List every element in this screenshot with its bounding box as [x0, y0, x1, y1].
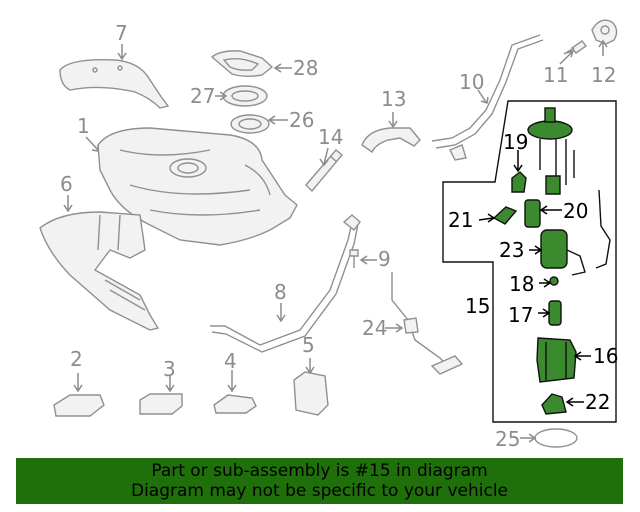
part-23-pump [540, 229, 586, 276]
part-5-pad [293, 371, 329, 416]
part-3-pad [139, 393, 183, 415]
callout-5: 5 [302, 333, 315, 357]
callout-24: 24 [362, 316, 387, 340]
part-18-oring [549, 276, 559, 286]
part-24-sender [391, 272, 464, 375]
callout-25: 25 [495, 427, 520, 451]
callout-6: 6 [60, 172, 73, 196]
callout-2: 2 [70, 347, 83, 371]
part-10-filler-pipe [431, 34, 544, 161]
callout-7: 7 [115, 21, 128, 45]
callout-12: 12 [591, 63, 616, 87]
part-14-tube [305, 149, 343, 193]
callout-3: 3 [163, 357, 176, 381]
callout-23: 23 [499, 238, 524, 262]
part-19b-damper [511, 171, 527, 193]
part-19-pump-flange [527, 107, 575, 195]
callout-22: 22 [585, 390, 610, 414]
leader-arrows [63, 39, 608, 443]
part-7-heat-shield [59, 59, 170, 109]
callout-19: 19 [503, 130, 528, 154]
callout-20: 20 [563, 199, 588, 223]
part-6-shield [39, 211, 160, 331]
part-2-pad [53, 394, 105, 417]
callout-17: 17 [508, 303, 533, 327]
callout-9: 9 [378, 247, 391, 271]
callout-8: 8 [274, 280, 287, 304]
part-11-bolt [563, 40, 588, 55]
callout-18: 18 [509, 272, 534, 296]
part-8-strap [210, 214, 361, 353]
part-21-clip [492, 206, 518, 225]
assembly-15-outline [442, 100, 617, 423]
part-20-filter [524, 189, 611, 269]
callout-13: 13 [381, 87, 406, 111]
callout-4: 4 [224, 349, 237, 373]
part-16-reservoir [536, 337, 577, 383]
part-9-bolt [349, 249, 359, 268]
callout-21: 21 [448, 208, 473, 232]
callout-16: 16 [593, 344, 618, 368]
part-27-gasket [222, 85, 268, 107]
part-26-gasket [230, 114, 270, 134]
callout-15: 15 [465, 294, 490, 318]
callout-14: 14 [318, 125, 343, 149]
callout-26: 26 [289, 108, 314, 132]
part-28-pad [210, 50, 274, 77]
callout-10: 10 [459, 70, 484, 94]
part-22-bracket [541, 393, 567, 415]
banner-line-1: Part or sub-assembly is #15 in diagram [151, 461, 488, 481]
callout-1: 1 [77, 114, 90, 138]
callout-28: 28 [293, 56, 318, 80]
part-12-filler-housing [591, 19, 618, 45]
banner-line-2: Diagram may not be specific to your vehi… [130, 481, 508, 501]
part-4-pad [213, 394, 257, 414]
part-13-hose [361, 127, 421, 154]
callout-11: 11 [543, 63, 568, 87]
part-25-gasket [534, 428, 578, 448]
info-banner: Part or sub-assembly is #15 in diagram D… [16, 458, 623, 504]
part-17-regulator [548, 300, 562, 326]
callout-27: 27 [190, 84, 215, 108]
